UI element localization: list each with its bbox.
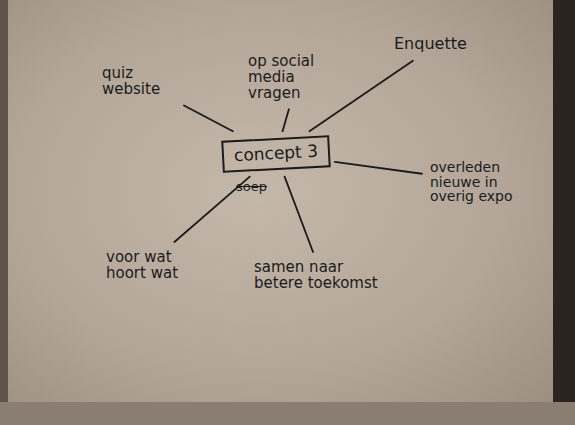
branch-text: Enquette bbox=[394, 36, 480, 53]
branch-line bbox=[335, 162, 422, 174]
mindmap-branch: quiz website bbox=[100, 64, 178, 100]
mindmap-branch: Enquette bbox=[392, 34, 482, 55]
branch-line bbox=[184, 105, 233, 131]
concept-box: concept 3 bbox=[221, 135, 331, 172]
struck-note: soep bbox=[236, 180, 267, 194]
branch-text: samen naar betere toekomst bbox=[254, 260, 390, 292]
branch-text: quiz website bbox=[102, 66, 176, 98]
mindmap-branch: op social media vragen bbox=[246, 52, 350, 103]
page-shadow bbox=[553, 0, 575, 425]
concept-title: concept 3 bbox=[234, 143, 319, 165]
branch-text: voor wat hoort wat bbox=[106, 250, 188, 282]
branch-line bbox=[283, 109, 289, 131]
branch-line bbox=[285, 177, 313, 252]
branch-text: op social media vragen bbox=[248, 54, 348, 101]
branch-text: overleden nieuwe in overig expo bbox=[430, 160, 536, 204]
mindmap-branch: voor wat hoort wat bbox=[104, 248, 190, 284]
branch-line bbox=[309, 61, 412, 131]
page-bottom bbox=[0, 402, 575, 425]
binding-edge bbox=[0, 0, 8, 425]
mindmap-branch: samen naar betere toekomst bbox=[252, 258, 392, 294]
mindmap-branch: overleden nieuwe in overig expo bbox=[428, 158, 538, 206]
